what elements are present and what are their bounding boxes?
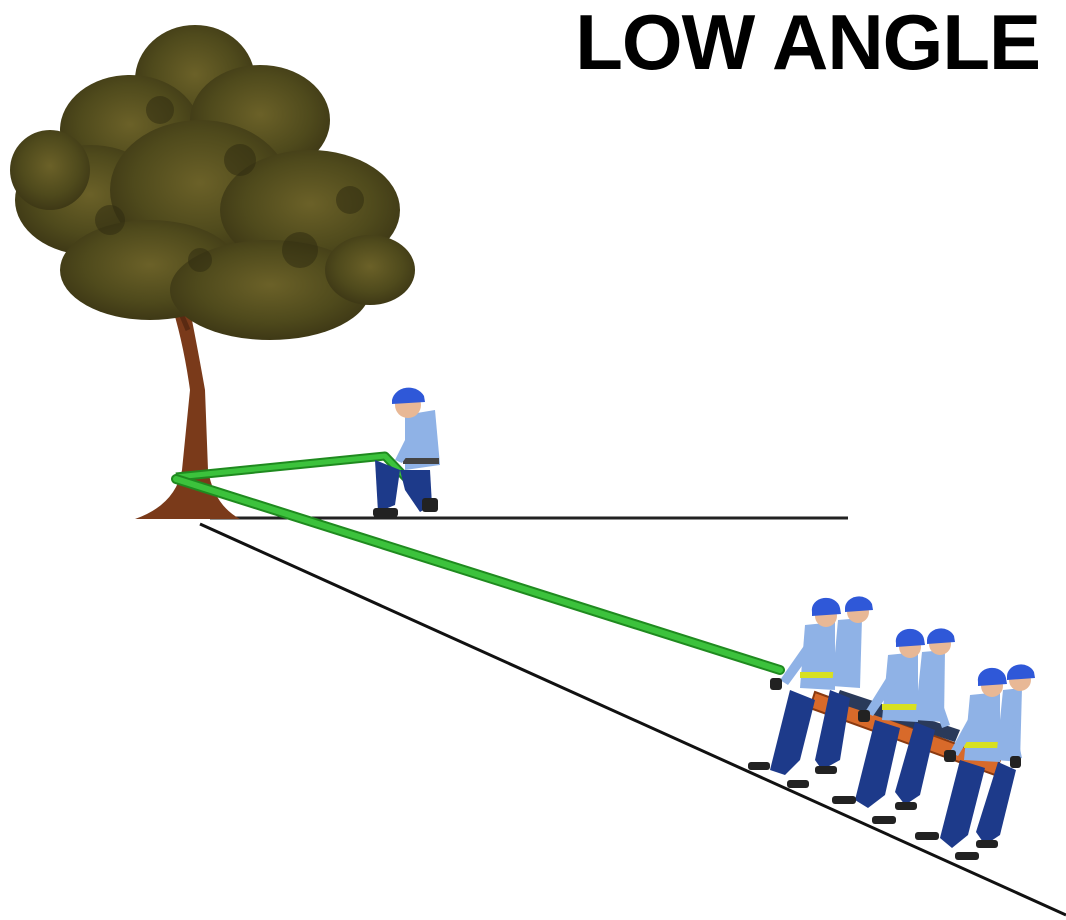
main-rope — [176, 479, 780, 670]
belay-rope — [176, 456, 408, 480]
tree-icon — [10, 25, 415, 519]
stretcher-team-icon — [748, 596, 1035, 860]
